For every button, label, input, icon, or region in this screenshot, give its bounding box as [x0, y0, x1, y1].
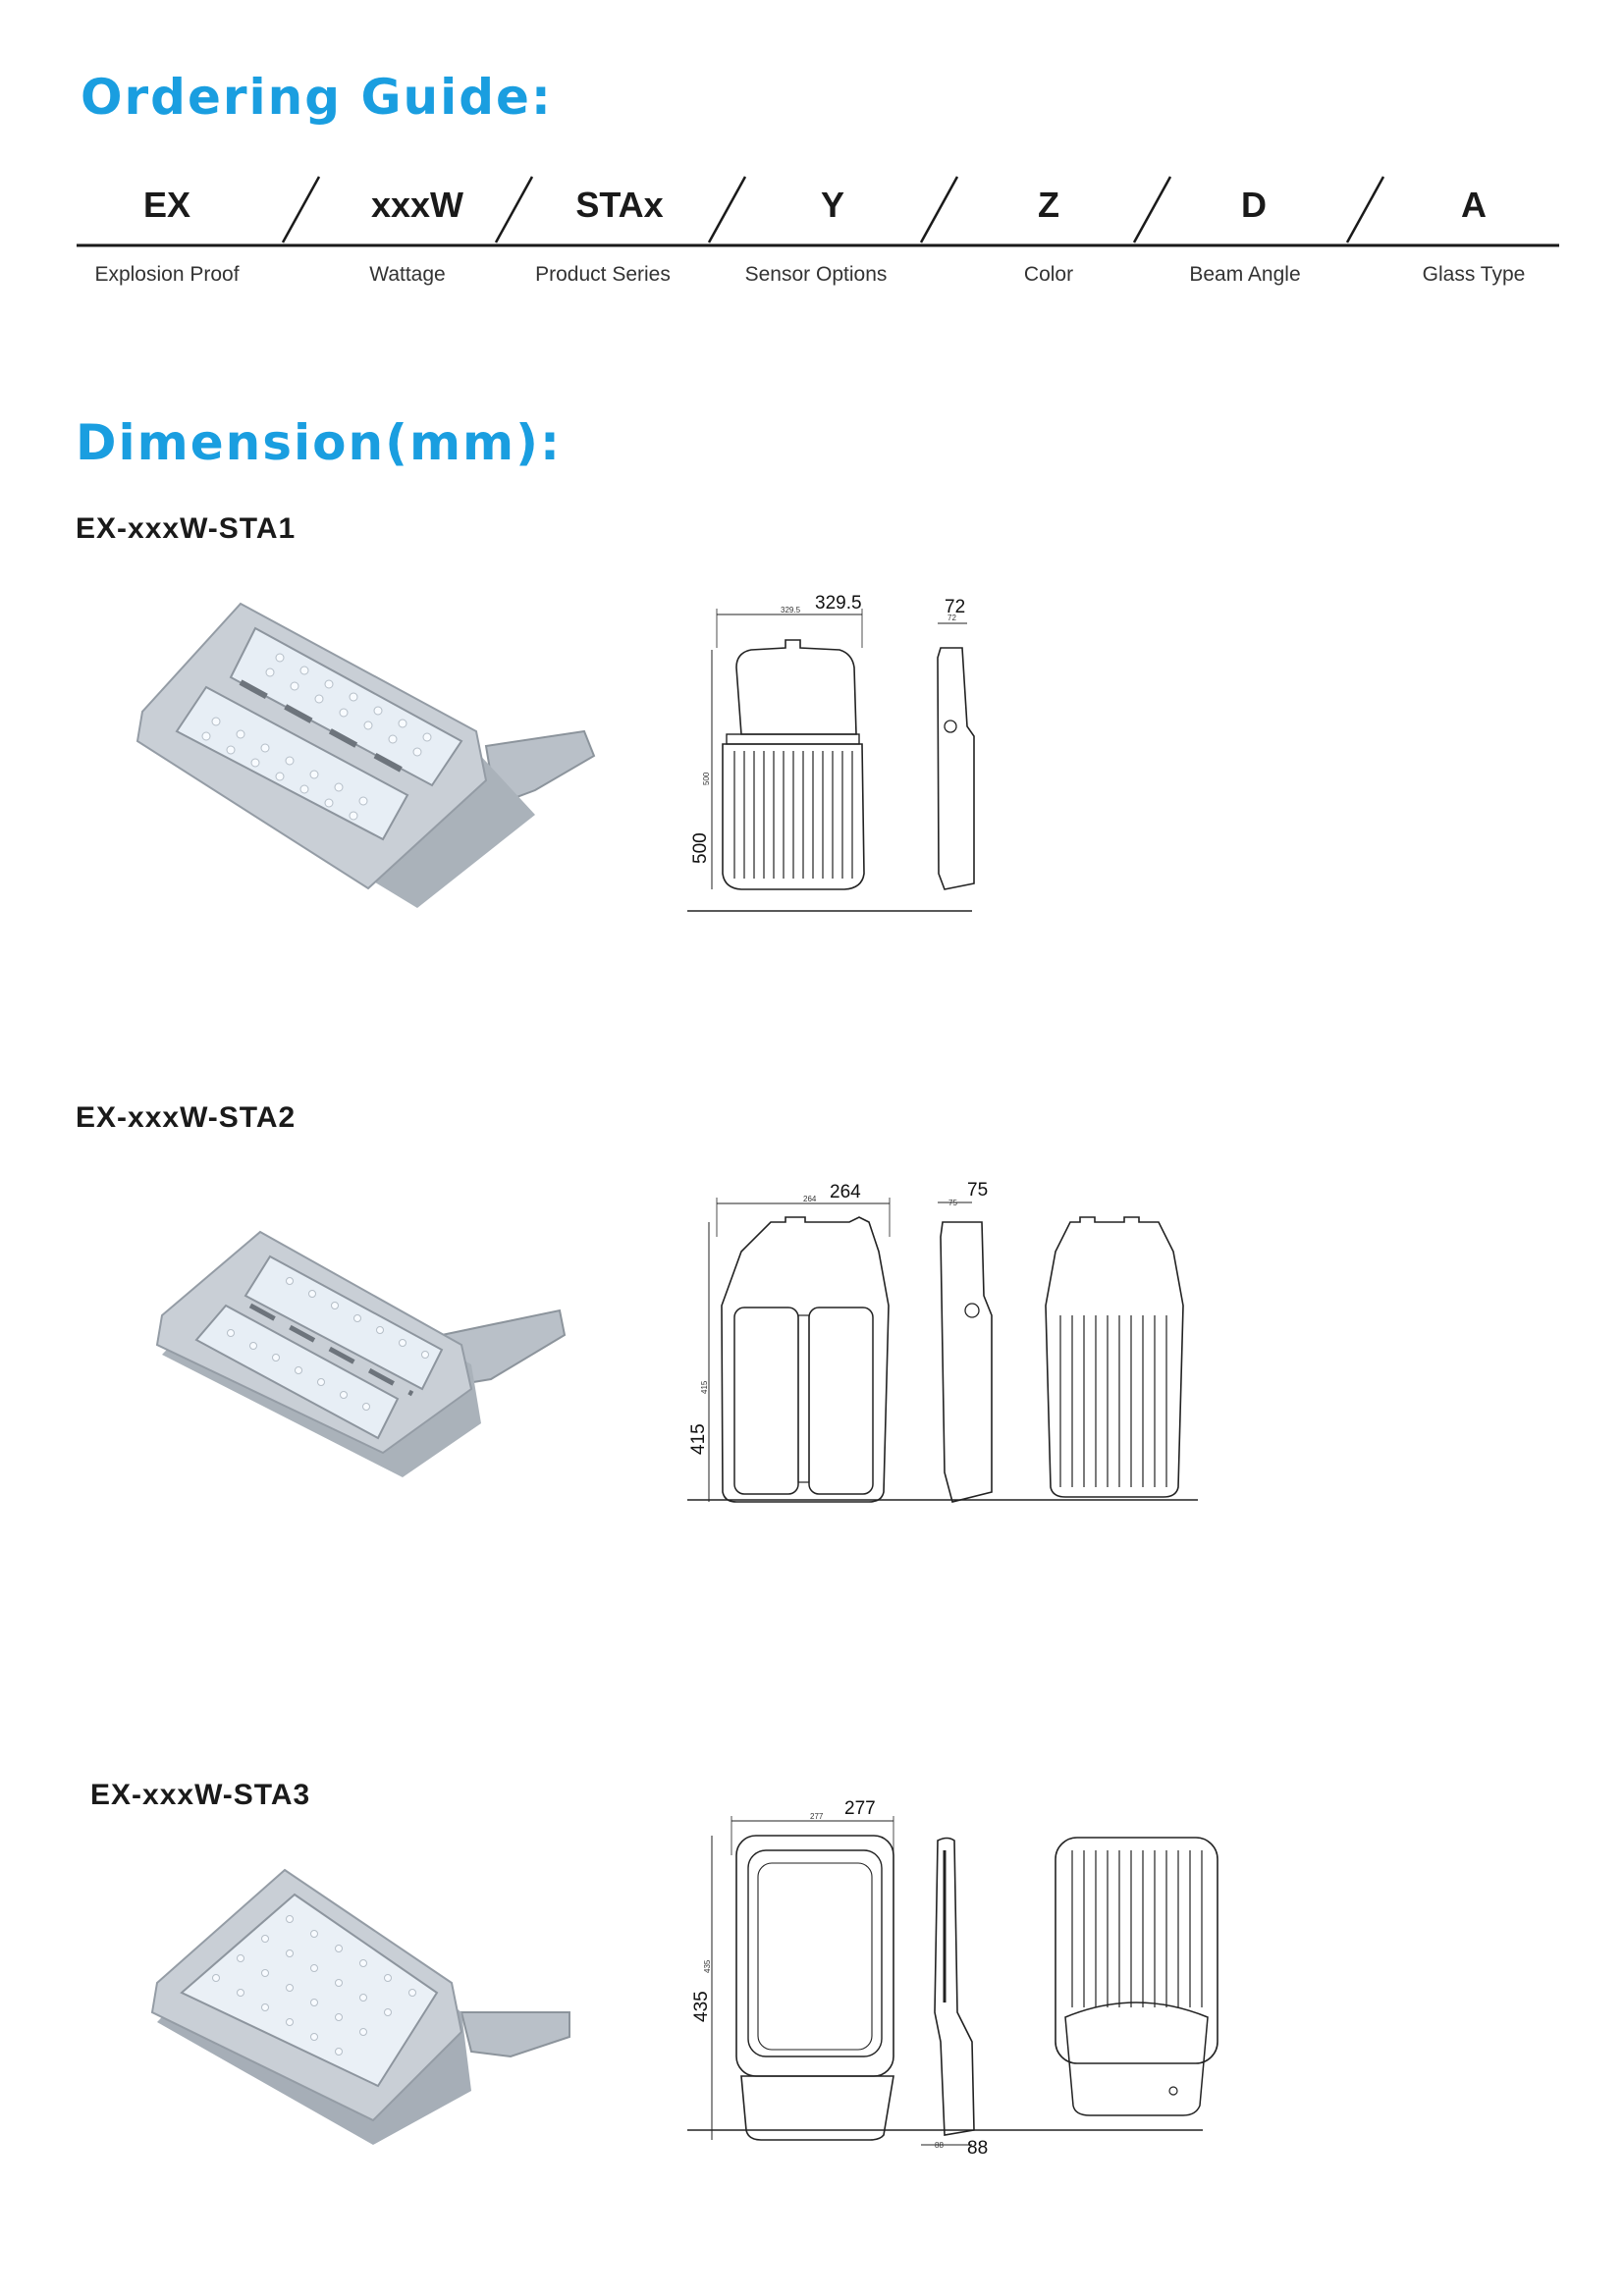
- dim-height-small-sta3: 435: [703, 1959, 712, 1973]
- label-glass-type: Glass Type: [1422, 263, 1526, 286]
- model-title-sta3: EX-xxxW-STA3: [90, 1779, 311, 1811]
- dim-width-sta2: 264: [830, 1182, 861, 1202]
- dim-width-sta1: 329.5: [815, 593, 862, 614]
- dim-depth-small-sta1: 72: [947, 614, 956, 622]
- code-color: Z: [1038, 185, 1059, 225]
- dimension-title: Dimension(mm):: [76, 414, 562, 471]
- dim-height-sta1: 500: [690, 832, 711, 864]
- ordering-guide-title: Ordering Guide:: [81, 69, 553, 126]
- dimension-drawing-sta1: 329.5 329.5 500 500 72 72: [687, 593, 975, 912]
- product-photo-sta3: [150, 1868, 570, 2145]
- code-sensor-options: Y: [820, 185, 844, 225]
- model-title-sta2: EX-xxxW-STA2: [76, 1101, 297, 1134]
- label-explosion-proof: Explosion Proof: [94, 263, 240, 286]
- code-glass-type: A: [1461, 185, 1487, 225]
- dim-depth-sta3: 88: [967, 2138, 988, 2159]
- dim-height-small-sta1: 500: [702, 772, 711, 785]
- dim-depth-small-sta3: 88: [935, 2141, 944, 2150]
- dim-width-sta3: 277: [844, 1798, 876, 1819]
- dim-height-sta2: 415: [688, 1423, 709, 1455]
- dim-depth-sta2: 75: [967, 1180, 988, 1201]
- product-photo-sta1: [135, 602, 596, 908]
- dim-width-small-sta1: 329.5: [781, 606, 801, 614]
- dim-width-small-sta2: 264: [803, 1195, 817, 1203]
- dimension-drawing-sta2: 264 264 415 415 75 75: [687, 1180, 1198, 1503]
- label-sensor-options: Sensor Options: [744, 263, 888, 286]
- dim-height-small-sta2: 415: [700, 1380, 709, 1394]
- code-product-series: STAx: [575, 185, 664, 225]
- code-beam-angle: D: [1241, 185, 1267, 225]
- label-beam-angle: Beam Angle: [1189, 263, 1301, 286]
- model-title-sta1: EX-xxxW-STA1: [76, 512, 297, 545]
- label-wattage: Wattage: [369, 263, 446, 286]
- code-wattage: xxxW: [370, 185, 464, 225]
- ordering-code-line: [77, 176, 1559, 247]
- dim-height-sta3: 435: [691, 1991, 712, 2022]
- dim-width-small-sta3: 277: [810, 1812, 824, 1821]
- label-product-series: Product Series: [535, 263, 671, 286]
- code-explosion-proof: EX: [142, 185, 191, 225]
- dim-depth-sta1: 72: [945, 597, 965, 617]
- label-color: Color: [1023, 263, 1074, 286]
- dimension-drawing-sta3: 277 277 435 435 88 88: [687, 1798, 1218, 2159]
- product-photo-sta2: [155, 1230, 567, 1477]
